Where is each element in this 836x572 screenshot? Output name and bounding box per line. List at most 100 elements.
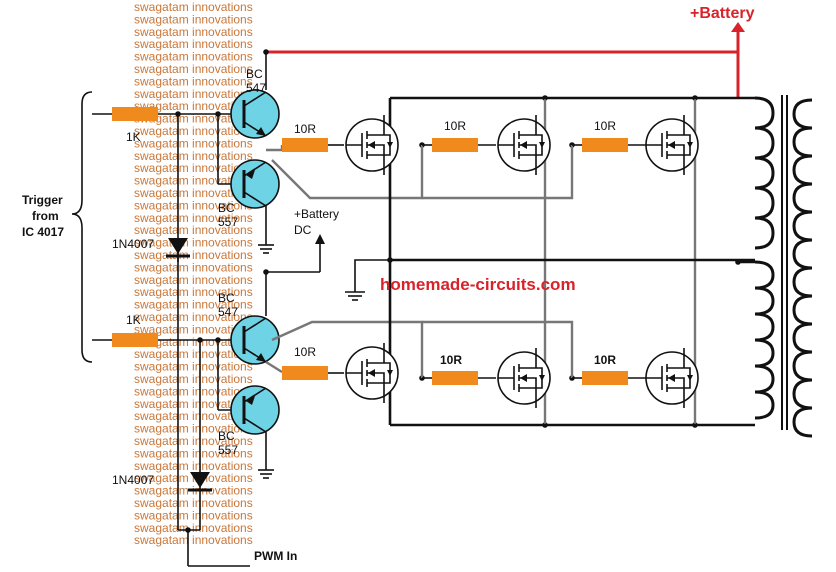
watermark-text: swagatam innovations (134, 25, 253, 39)
bc557-upper-label-2: 557 (218, 215, 238, 229)
resistor-10r-u1-label: 10R (294, 122, 316, 136)
resistor-10r-u2-label: 10R (444, 119, 466, 133)
mosfet-5 (497, 348, 551, 408)
mosfet-4 (345, 343, 399, 403)
mosfet-3 (645, 115, 699, 175)
watermark-text: swagatam innovations (134, 409, 253, 423)
watermark-text: swagatam innovations (134, 310, 253, 324)
ground-symbol-center (345, 259, 390, 301)
watermark-text: swagatam innovations (134, 397, 253, 411)
battery-dc-arrow (315, 234, 325, 244)
resistor-10r-u3 (582, 138, 628, 152)
battery-dc-label-2: DC (294, 223, 312, 237)
mosfet-2 (497, 115, 551, 175)
ground-symbol-lower (258, 469, 274, 479)
watermark-text: swagatam innovations (134, 198, 253, 212)
driver-wiring (92, 52, 321, 567)
resistor-10r-u1 (282, 138, 328, 152)
watermark-text: swagatam innovations (134, 285, 253, 299)
bc557-upper-label-1: BC (218, 201, 235, 215)
watermark-text: swagatam innovations (134, 223, 253, 237)
watermark-text: swagatam innovations (134, 347, 253, 361)
watermark-text: swagatam innovations (134, 360, 253, 374)
battery-top-label: +Battery (690, 5, 755, 22)
watermark-text: swagatam innovations (134, 124, 253, 138)
watermark-text: swagatam innovations (134, 384, 253, 398)
watermark-text: swagatam innovations (134, 50, 253, 64)
pwm-input-label: PWM In (254, 549, 297, 563)
diode-lower (188, 472, 212, 492)
resistor-1k-upper-label: 1K (126, 130, 141, 144)
transistor-bc547-lower (230, 315, 280, 365)
diode-upper-label: 1N4007 (112, 237, 154, 251)
resistor-10r-l3 (582, 371, 628, 385)
watermark-text: swagatam innovations (134, 273, 253, 287)
transformer (754, 95, 813, 438)
watermark-text: swagatam innovations (134, 186, 253, 200)
watermark-text: swagatam innovations (134, 149, 253, 163)
resistor-1k-lower (112, 333, 158, 347)
diode-lower-label: 1N4007 (112, 473, 154, 487)
watermark-text: swagatam innovations (134, 372, 253, 386)
trigger-brace (71, 91, 93, 363)
diode-upper (166, 238, 190, 258)
bc557-lower-label-2: 557 (218, 443, 238, 457)
trigger-label-line1: Trigger (22, 193, 63, 207)
watermark-text: swagatam innovations (134, 74, 253, 88)
watermark-text: swagatam innovations (134, 136, 253, 150)
watermark-text: swagatam innovations (134, 422, 253, 436)
watermark-text: swagatam innovations (134, 12, 253, 26)
resistor-10r-l1 (282, 366, 328, 380)
watermark-text: swagatam innovations (134, 211, 253, 225)
transistor-bc557-upper (230, 159, 280, 209)
watermark-text: swagatam innovations (134, 446, 253, 460)
resistor-1k-lower-label: 1K (126, 313, 141, 327)
bc557-lower-label-1: BC (218, 429, 235, 443)
trigger-label-line2: from (32, 209, 59, 223)
mosfet-1 (345, 115, 399, 175)
resistor-10r-l1-label: 10R (294, 345, 316, 359)
watermark-text: swagatam innovations (134, 521, 253, 535)
transistor-bc547-upper (230, 89, 280, 139)
watermark-text: swagatam innovations (134, 508, 253, 522)
watermark-text: swagatam innovations (134, 459, 253, 473)
battery-positive-line (266, 22, 745, 98)
ground-symbol-upper (258, 244, 274, 254)
watermark-text: swagatam innovations (134, 161, 253, 175)
bc547-upper-label-1: BC (246, 67, 263, 81)
watermark-text: swagatam innovations (134, 62, 253, 76)
mosfet-6 (645, 348, 699, 408)
watermark-text: swagatam innovations (134, 37, 253, 51)
watermark-text: swagatam innovations (134, 112, 253, 126)
transistor-bc557-lower (230, 385, 280, 435)
watermark-text: swagatam innovations (134, 260, 253, 274)
battery-dc-label-1: +Battery (294, 207, 339, 221)
watermark-text: swagatam innovations (134, 248, 253, 262)
resistor-1k-upper (112, 107, 158, 121)
trigger-label-line3: IC 4017 (22, 225, 64, 239)
watermark-text: swagatam innovations (134, 87, 253, 101)
watermark-text: swagatam innovations (134, 471, 253, 485)
watermark-text: swagatam innovations (134, 99, 253, 113)
bc547-lower-label-2: 547 (218, 305, 238, 319)
watermark-text: swagatam innovations (134, 533, 253, 547)
watermark-text: swagatam innovations (134, 496, 253, 510)
resistor-10r-l2-label: 10R (440, 353, 462, 367)
watermark-text: swagatam innovations (134, 298, 253, 312)
gate-drive-wiring (265, 98, 697, 425)
resistor-10r-u2 (432, 138, 478, 152)
watermark-text: swagatam innovations (134, 0, 253, 14)
website-label: homemade-circuits.com (380, 275, 576, 294)
watermark-text: swagatam innovations (134, 434, 253, 448)
bc547-lower-label-1: BC (218, 291, 235, 305)
resistor-10r-l3-label: 10R (594, 353, 616, 367)
watermark-text: swagatam innovations (134, 236, 253, 250)
bc547-upper-label-2: 547 (246, 81, 266, 95)
watermark-text: swagatam innovations (134, 335, 253, 349)
resistor-10r-u3-label: 10R (594, 119, 616, 133)
mosfet-group (345, 115, 699, 408)
watermark-text: swagatam innovations (134, 322, 253, 336)
resistor-10r-l2 (432, 371, 478, 385)
